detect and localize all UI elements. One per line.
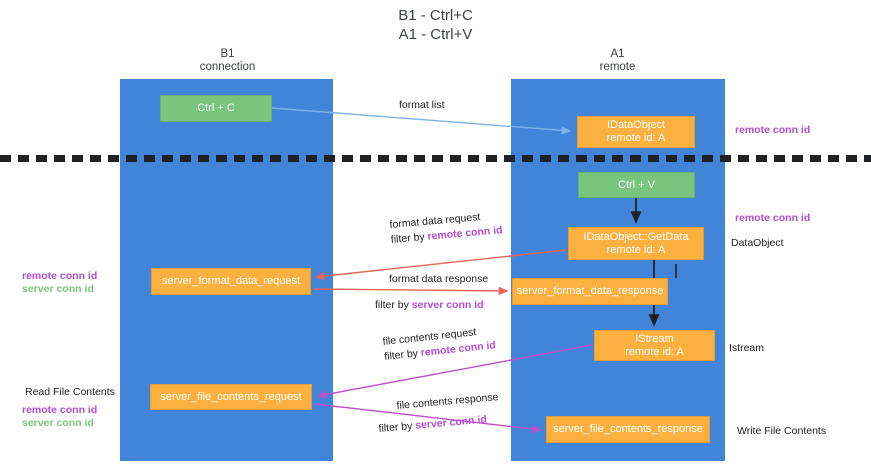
node-istream[interactable]: IStream remote id: A bbox=[594, 330, 715, 361]
node-ctrl-c[interactable]: Ctrl + C bbox=[160, 95, 272, 122]
node-server-file-contents-response[interactable]: server_file_contents_response bbox=[546, 416, 710, 443]
node-server-file-contents-request[interactable]: server_file_contents_request bbox=[150, 384, 312, 410]
edge-label-format-data-response-text: format data response bbox=[389, 273, 489, 285]
page-title: B1 - Ctrl+C A1 - Ctrl+V bbox=[398, 7, 473, 43]
edge-label-file-contents-response: file contents response bbox=[396, 390, 499, 414]
side-label-istream: Istream bbox=[729, 342, 765, 354]
node-idataobject-getdata[interactable]: IDataObject::GetData remote id: A bbox=[568, 227, 704, 260]
side-label-dataobject: DataObject bbox=[731, 237, 784, 249]
node-idataobject[interactable]: IDataObject remote id: A bbox=[577, 116, 695, 148]
edge-label-format-list: format list bbox=[399, 99, 445, 111]
side-label-remote-conn-id-top: remote conn id bbox=[735, 124, 811, 136]
swimlane-header-b1: B1 connection bbox=[199, 48, 256, 73]
node-server-format-data-response[interactable]: server_format_data_response bbox=[512, 278, 668, 305]
edge-label-format-data-response: format data response bbox=[389, 272, 488, 287]
edge-label-format-data-request: format data request filter by remote con… bbox=[389, 208, 503, 248]
node-server-format-data-request[interactable]: server_format_data_request bbox=[151, 268, 311, 295]
swimlane-header-a1: A1 remote bbox=[599, 48, 636, 73]
side-label-remote-conn-id-mid: remote conn id bbox=[735, 212, 811, 224]
edge-label-file-contents-request: file contents request filter by remote c… bbox=[382, 323, 497, 365]
edge-label-file-contents-response-filter: filter by server conn id bbox=[378, 413, 488, 435]
side-label-read-file-contents: Read File Contents bbox=[25, 386, 115, 398]
side-label-left-server-conn-id-2: server conn id bbox=[22, 417, 94, 429]
edge-label-format-data-response-filter: filter by server conn id bbox=[375, 299, 484, 311]
side-label-left-server-conn-id: server conn id bbox=[22, 283, 94, 295]
edge-label-file-contents-response-text: file contents response bbox=[396, 391, 499, 412]
side-label-left-remote-conn-id-2: remote conn id bbox=[22, 404, 98, 416]
side-label-left-remote-conn-id: remote conn id bbox=[22, 270, 98, 282]
edge-format-data-response bbox=[312, 286, 509, 296]
side-label-write-file-contents: Write File Contents bbox=[737, 425, 827, 437]
node-ctrl-v[interactable]: Ctrl + V bbox=[578, 172, 695, 198]
phase-divider bbox=[0, 155, 871, 162]
